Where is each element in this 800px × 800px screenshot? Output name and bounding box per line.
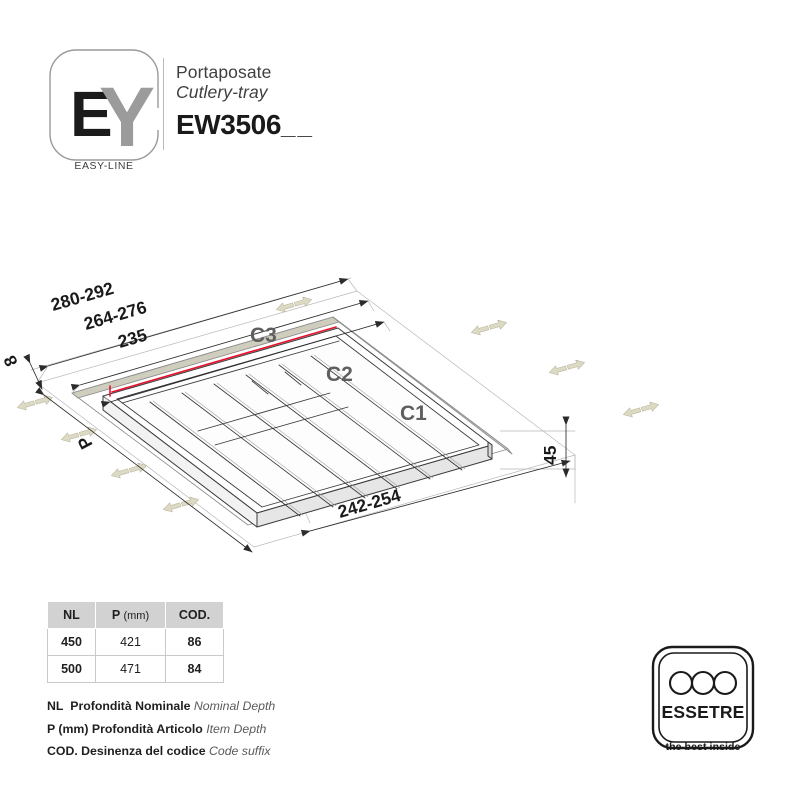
product-name-italian: Portaposate (176, 62, 272, 82)
cell-nl: 450 (47, 628, 96, 656)
legend-item-cod: COD. Desinenza del codice Code suffix (47, 740, 467, 763)
essetre-wordmark: ESSETRE (661, 702, 744, 722)
easy-line-caption: EASY-LINE (74, 160, 134, 172)
dim-thickness: 8 (0, 352, 22, 369)
page-header: E Y EASY-LINE Portaposate Cutlery-tray E… (0, 0, 800, 200)
spec-table: NL P (mm) COD. 450 421 86 500 471 84 (47, 601, 224, 683)
product-code: EW3506__ (176, 109, 576, 141)
legend-block: NL Profondità Nominale Nominal Depth P (… (47, 695, 467, 763)
legend-text-en: Nominal Depth (193, 699, 276, 713)
legend-abbr: COD. (47, 744, 78, 758)
product-title-block: Portaposate Cutlery-tray EW3506__ (176, 62, 576, 141)
legend-text-en: Item Depth (206, 721, 267, 736)
easy-line-logo: E Y (46, 46, 162, 164)
header-divider (163, 58, 164, 150)
dim-tray-width: 235 (116, 324, 150, 351)
cell-p: 421 (95, 628, 166, 656)
table-header-nl: NL (47, 601, 96, 629)
table-header-p-label: P (111, 608, 120, 622)
table-row: 500 471 84 (47, 655, 224, 683)
logo-outer-border (651, 645, 755, 750)
cell-cod: 86 (165, 628, 224, 656)
legend-text-it: Profondità Articolo (91, 721, 203, 736)
legend-text-it: Desinenza del codice (81, 744, 206, 758)
logo-circle-3 (712, 670, 738, 696)
cell-p: 471 (95, 655, 166, 683)
table-header-row: NL P (mm) COD. (47, 601, 224, 629)
dim-height: 45 (540, 445, 560, 465)
logo-letter-y: Y (99, 70, 155, 164)
table-header-p: P (mm) (95, 601, 166, 629)
class-label-c3: C3 (250, 324, 277, 347)
legend-item-nl: NL Profondità Nominale Nominal Depth (47, 695, 467, 718)
class-label-c2: C2 (326, 363, 353, 386)
logo-letter-e: E (70, 78, 113, 150)
cell-cod: 84 (165, 655, 224, 683)
legend-abbr: P (mm) (47, 721, 89, 736)
essetre-tagline: the best inside (665, 741, 741, 753)
table-header-p-unit: (mm) (123, 610, 150, 622)
essetre-logo: ESSETRE (651, 645, 755, 750)
logo-circle-2 (690, 670, 716, 696)
class-label-c1: C1 (400, 402, 427, 425)
logo-circle-1 (668, 670, 694, 696)
product-name-english: Cutlery-tray (176, 82, 268, 102)
logo-inner-border (658, 652, 748, 743)
table-row: 450 421 86 (47, 628, 224, 656)
legend-text-en: Code suffix (208, 744, 271, 758)
technical-drawing: 280-292 264-276 235 8 P 45 242-254 C3 C2… (0, 255, 800, 555)
legend-text-it: Profondità Nominale (70, 699, 191, 713)
legend-item-p: P (mm) Profondità Articolo Item Depth (47, 718, 467, 741)
cell-nl: 500 (47, 655, 96, 683)
product-code-base: EW3506 (176, 109, 281, 140)
product-code-suffix: __ (281, 110, 314, 140)
legend-abbr: NL (47, 699, 64, 713)
table-header-cod: COD. (165, 601, 224, 629)
